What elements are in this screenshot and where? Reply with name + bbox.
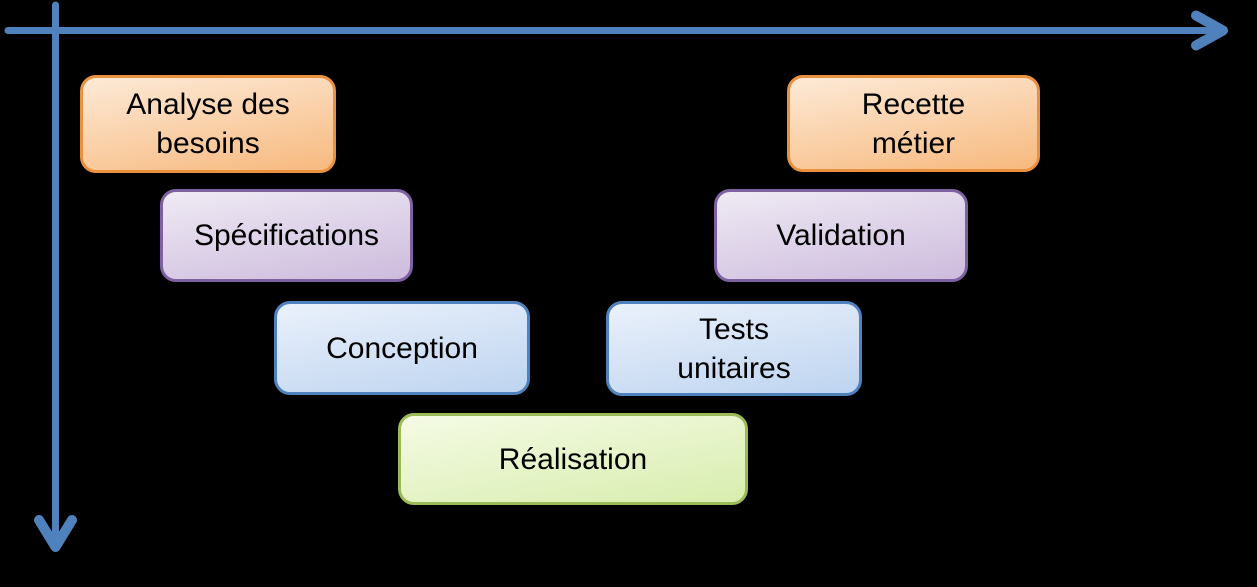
stage-label: Spécifications [193,219,380,252]
down-arrow-icon [34,1,77,552]
stage-box-recette-metier: Recette métier [787,75,1040,172]
stage-label: Analyse des besoins [126,88,290,160]
stage-box-validation: Validation [714,189,968,282]
stage-box-specifications: Spécifications [160,189,413,282]
stage-box-tests-unitaires: Tests unitaires [606,301,862,396]
stage-box-analyse-des-besoins: Analyse des besoins [80,75,336,173]
stage-label: Réalisation [498,442,648,476]
stage-box-conception: Conception [274,301,530,395]
stage-label: Tests unitaires [677,312,791,385]
stage-label: Validation [776,219,906,252]
stage-label: Recette métier [861,87,966,160]
stage-label: Conception [326,331,478,365]
stage-box-realisation: Réalisation [398,413,748,505]
right-arrow-icon [4,10,1228,51]
